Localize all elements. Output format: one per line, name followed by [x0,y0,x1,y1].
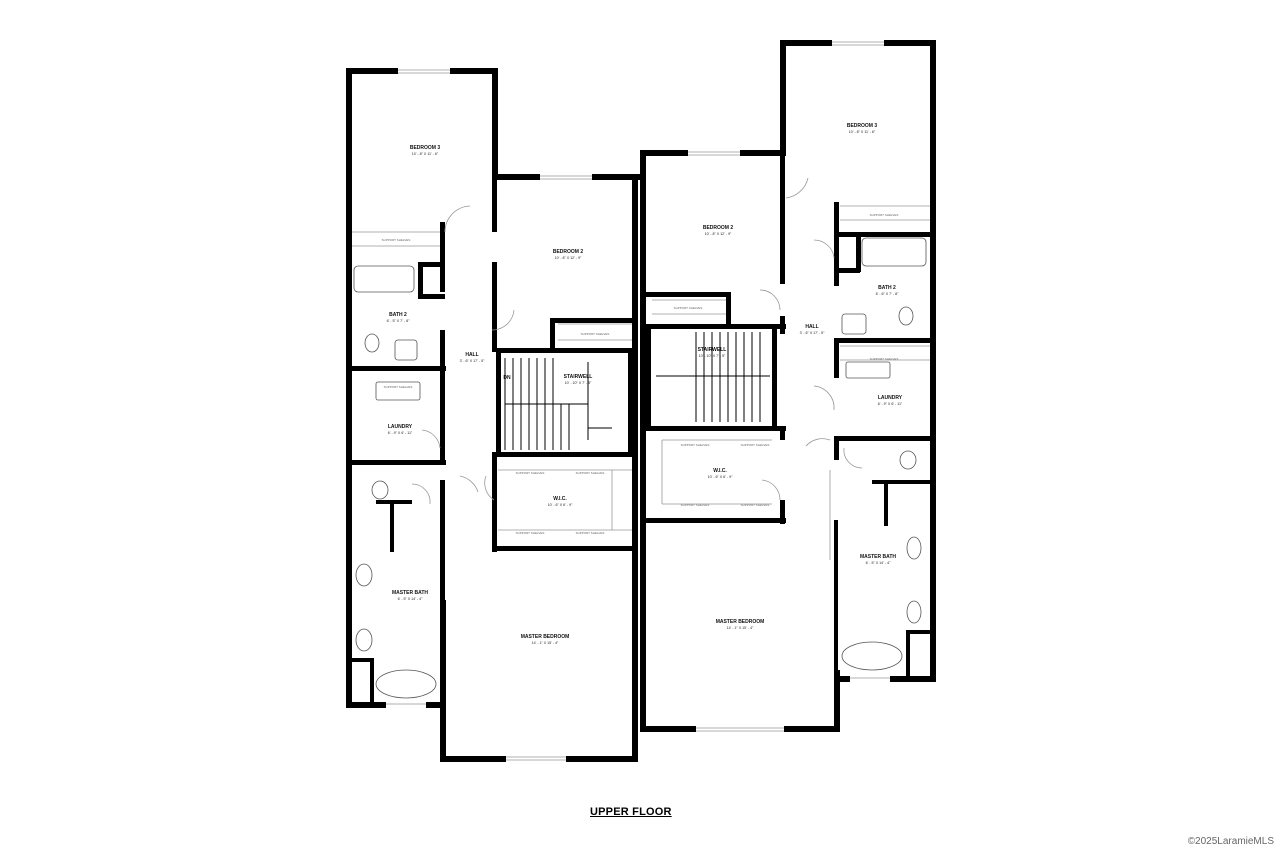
room-dim: 10' - 10" X 7' - 5" [565,381,592,385]
shelf-label: SUPPORT SHELVES [516,471,545,475]
room-label: MASTER BEDROOM [521,634,570,640]
copyright-text: ©2025LaramieMLS [1187,836,1274,847]
shelf-label: SUPPORT SHELVES [384,385,413,389]
room-label: MASTER BATH [860,554,896,560]
room-dim: 3' - 6" X 17' - 5" [800,331,825,335]
room-dim: 10' - 8" X 12' - 9" [705,232,732,236]
room-label: BATH 2 [389,312,407,318]
left-unit [346,68,640,762]
room-dim: 10' - 6" X 6' - 9" [708,475,733,479]
shelf-label: SUPPORT SHELVES [741,443,770,447]
shelf-label: SUPPORT SHELVES [581,332,610,336]
shelf-label: SUPPORT SHELVES [681,503,710,507]
room-label: LAUNDRY [388,424,413,430]
room-label: STAIRWELL [698,347,727,353]
room-dim: 6' - 5" X 7' - 8" [387,319,410,323]
room-dim: 6' - 9" X 6' - 11" [388,431,413,435]
room-labels: BEDROOM 3 10' - 8" X 11' - 6" BEDROOM 2 … [387,123,903,645]
room-label: W.I.C. [553,496,567,502]
room-label: HALL [805,324,818,330]
room-dim: 10' - 8" X 11' - 6" [849,130,876,134]
room-label: BATH 2 [878,285,896,291]
shelf-labels: SUPPORT SHELVES SUPPORT SHELVES SUPPORT … [382,213,899,535]
shelf-label: SUPPORT SHELVES [741,503,770,507]
room-label: BEDROOM 3 [847,123,878,129]
room-dim: 6' - 5" X 14' - 4" [398,597,423,601]
floor-title: UPPER FLOOR [590,806,672,818]
shelf-label: SUPPORT SHELVES [870,213,899,217]
shelf-label: SUPPORT SHELVES [516,531,545,535]
shelf-label: SUPPORT SHELVES [576,531,605,535]
stair-direction-label: DN [503,375,511,381]
room-dim: 14' - 1" X 15' - 4" [727,626,754,630]
shelf-label: SUPPORT SHELVES [870,357,899,361]
right-unit [640,40,936,732]
room-dim: 6' - 9" X 6' - 11" [878,402,903,406]
room-label: BEDROOM 2 [703,225,734,231]
room-dim: 3' - 6" X 17' - 5" [460,359,485,363]
room-label: MASTER BATH [392,590,428,596]
room-dim: 14' - 1" X 15' - 4" [532,641,559,645]
room-label: LAUNDRY [878,395,903,401]
shelf-label: SUPPORT SHELVES [681,443,710,447]
room-dim: 10' - 8" X 11' - 6" [412,152,439,156]
room-label: BEDROOM 3 [410,145,441,151]
shelf-label: SUPPORT SHELVES [576,471,605,475]
room-dim: 10' - 8" X 12' - 9" [555,256,582,260]
room-dim: 10' - 10" X 7' - 5" [699,354,726,358]
room-label: BEDROOM 2 [553,249,584,255]
room-dim: 6' - 5" X 14' - 4" [866,561,891,565]
shelf-label: SUPPORT SHELVES [382,238,411,242]
room-dim: 10' - 6" X 6' - 9" [548,503,573,507]
room-label: HALL [465,352,478,358]
room-label: MASTER BEDROOM [716,619,765,625]
shelf-label: SUPPORT SHELVES [674,306,703,310]
room-dim: 6' - 6" X 7' - 8" [876,292,899,296]
room-label: STAIRWELL [564,374,593,380]
room-label: W.I.C. [713,468,727,474]
